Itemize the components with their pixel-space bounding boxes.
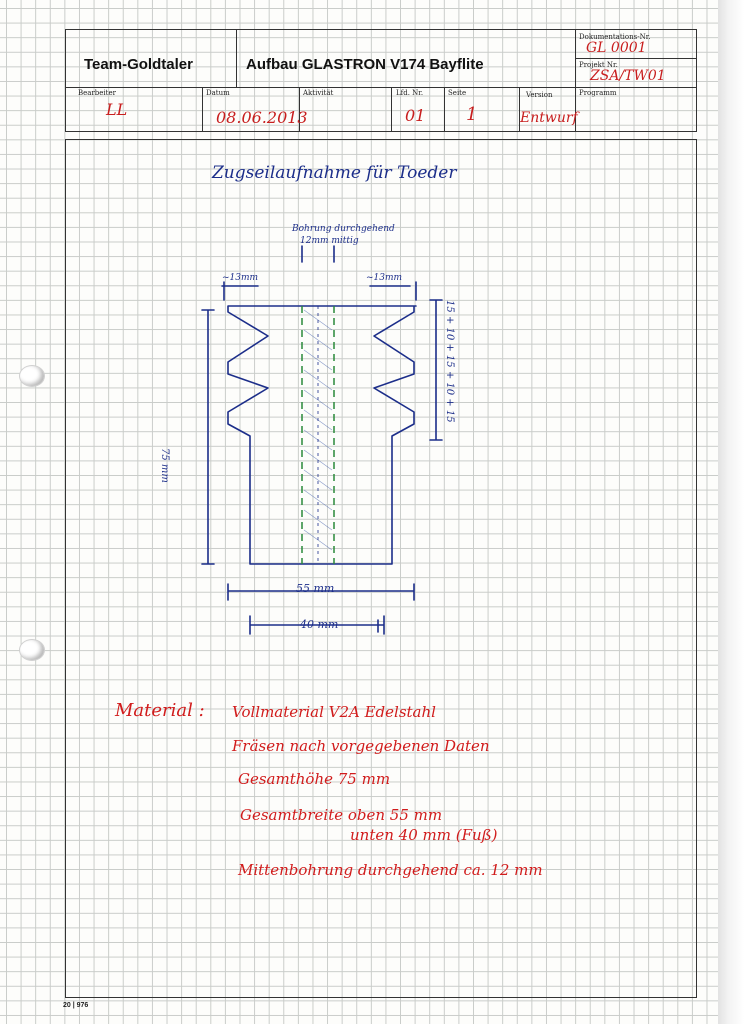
bore-centerlines [301,306,335,564]
dim-left-label: ~13mm [222,273,259,283]
dim-left-width [221,281,417,301]
grid-paper [0,0,718,1024]
material-line: Gesamtbreite oben 55 mm [240,806,443,824]
title-block-divider [444,87,446,131]
dim-groove-line [429,299,443,441]
bore-note-2: 12mm mittig [300,236,359,246]
aktivitaet-label: Aktivität [303,89,334,97]
datum-label: Datum [206,89,230,97]
title-block: Team-Goldtaler Aufbau GLASTRON V174 Bayf… [65,29,697,132]
bore-hatching [303,309,333,551]
dim-right-label: ~13mm [366,273,403,283]
material-line: Fräsen nach vorgegebenen Daten [232,737,490,755]
drawing-frame [65,139,697,998]
material-line: Vollmaterial V2A Edelstahl [232,703,436,721]
punch-hole-top [20,366,44,386]
material-line: Gesamthöhe 75 mm [238,770,391,788]
dim-top-width-line [227,583,415,601]
proj-nr-label: Projekt Nr. [579,61,618,69]
bore-bracket [301,245,335,263]
page-edge [718,0,744,1024]
datum-value: 08.06.2013 [216,108,308,127]
bearbeiter-label: Bearbeiter [78,89,116,97]
proj-nr-value: ZSA/TW01 [590,68,666,84]
bore-note: Bohrung durchgehend [292,224,395,234]
title-block-divider [299,87,301,131]
dim-bottom-width-label: 40 mm [300,618,339,631]
material-line: Mittenbohrung durchgehend ca. 12 mm [238,861,543,879]
punch-hole-bottom [20,640,44,660]
version-label: Version [526,91,553,99]
document-title: Aufbau GLASTRON V174 Bayflite [246,56,484,73]
part-outline [227,305,417,565]
dim-height-label: 75 mm [159,448,170,483]
doc-nr-value: GL 0001 [586,40,647,56]
seite-value: 1 [466,104,478,125]
title-block-divider [202,87,204,131]
doc-nr-label: Dokumentations-Nr. [579,33,651,41]
dim-height-line [201,309,215,565]
title-block-divider [236,30,238,87]
page-code: 20 | 976 [63,1002,89,1009]
dim-top-width-label: 55 mm [296,582,335,595]
title-block-divider [575,58,697,60]
title-block-divider [519,87,521,131]
programm-label: Programm [579,89,617,97]
drawing-title: Zugseilaufnahme für Toeder [212,163,457,183]
dim-groove-label: 15 + 10 + 15 + 10 + 15 [444,300,455,423]
seite-label: Seite [448,89,467,97]
title-block-divider [391,87,393,131]
title-block-divider [575,30,577,131]
material-line: unten 40 mm (Fuß) [350,826,498,844]
version-value: Entwurf [520,110,578,126]
title-block-divider [66,87,696,89]
lfd-nr-value: 01 [405,106,426,125]
lfd-nr-label: Lfd. Nr. [396,89,424,97]
bearbeiter-value: LL [106,100,128,119]
dim-bottom-width-line [249,615,385,635]
material-label: Material : [115,700,205,721]
company-name: Team-Goldtaler [84,56,193,73]
